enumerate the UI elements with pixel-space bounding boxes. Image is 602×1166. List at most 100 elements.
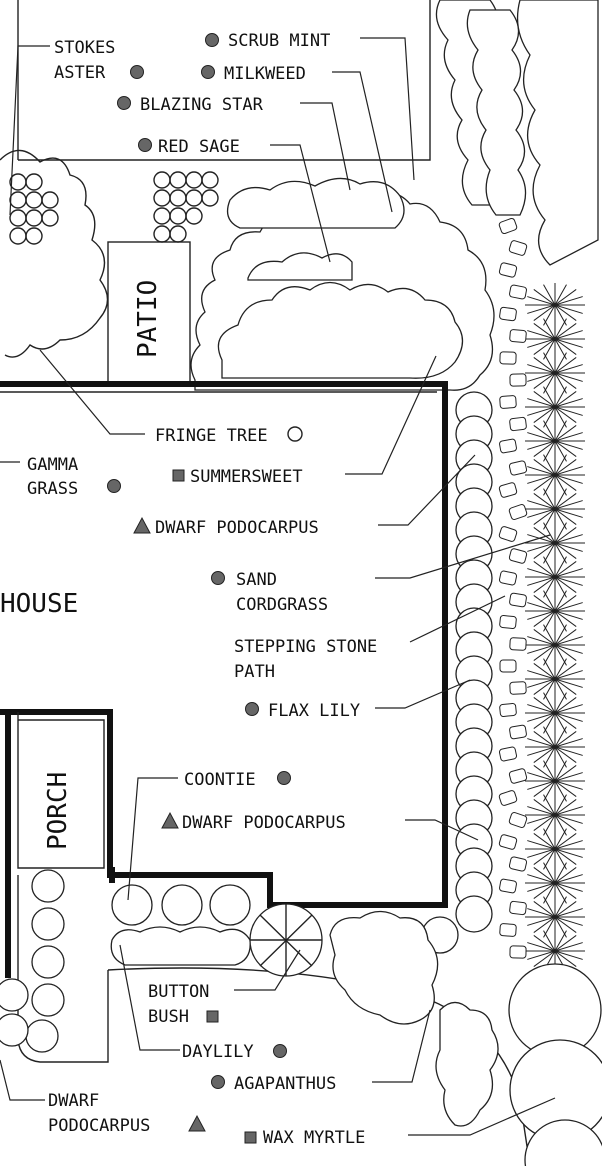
label-coontie: COONTIE — [184, 770, 256, 790]
scrub-mint-symbol-icon — [205, 33, 219, 47]
milkweed-symbol-icon — [201, 65, 215, 79]
palm-icon — [525, 793, 585, 837]
stepping-stone — [508, 460, 528, 476]
stepping-stone — [499, 614, 517, 630]
label-sand-cordgrass-1: SAND — [236, 570, 277, 590]
stepping-stone — [498, 746, 518, 762]
stepping-stone — [509, 900, 527, 916]
stepping-stone — [508, 812, 528, 828]
label-stokes-aster-1: STOKES — [54, 38, 115, 58]
label-stepping-stone-1: STEPPING STONE — [234, 637, 377, 657]
palm-icon — [525, 929, 585, 973]
label-blazing-star: BLAZING STAR — [140, 95, 264, 115]
label-wax-myrtle: WAX MYRTLE — [263, 1128, 365, 1148]
coontie-symbol-icon — [277, 771, 291, 785]
label-stokes-aster-2: ASTER — [54, 63, 106, 83]
label-dwarf-podocarpus-2: DWARF PODOCARPUS — [182, 813, 346, 833]
hedge-east — [421, 391, 493, 954]
flax-lily-symbol-icon — [245, 702, 259, 716]
wax-myrtle-symbol-icon — [244, 1131, 257, 1144]
palm-icon — [525, 283, 585, 327]
stepping-stone — [499, 306, 517, 322]
stepping-stone — [498, 526, 518, 542]
stepping-stone — [509, 416, 527, 432]
patio-area: PATIO — [107, 241, 191, 383]
stepping-stone — [509, 681, 527, 695]
daylily-symbol-icon — [273, 1044, 287, 1058]
pebble-cluster-patio — [153, 171, 219, 243]
shrub-mass-top — [190, 177, 495, 391]
shrub-columns-right — [435, 0, 599, 266]
stepping-stone — [509, 637, 527, 651]
stepping-stone — [498, 570, 518, 586]
agapanthus-mass — [329, 910, 499, 1127]
stepping-stone — [508, 504, 528, 520]
porch-shrubs — [0, 869, 65, 1053]
summersweet-symbol-icon — [172, 469, 185, 482]
palm-icon — [525, 351, 585, 395]
stepping-stone — [509, 284, 527, 300]
stepping-stone — [499, 702, 517, 718]
red-sage-symbol-icon — [138, 138, 152, 152]
plant-labels: STOKES ASTER SCRUB MINT MILKWEED BLAZING… — [27, 31, 377, 1148]
label-dwarf-podocarpus-3a: DWARF — [48, 1091, 99, 1111]
house-walls: HOUSE PORCH — [0, 381, 448, 978]
stepping-stone — [498, 482, 518, 498]
dwarf-podocarpus-2-symbol-icon — [161, 811, 179, 829]
stepping-stone — [509, 329, 527, 343]
stepping-stone — [508, 768, 528, 784]
label-red-sage: RED SAGE — [158, 137, 240, 157]
label-milkweed: MILKWEED — [224, 64, 306, 84]
stepping-stones — [498, 217, 528, 959]
stepping-stone — [499, 923, 517, 937]
label-dwarf-podocarpus-1: DWARF PODOCARPUS — [155, 518, 319, 538]
stepping-stone — [508, 856, 528, 872]
stepping-stone — [498, 217, 518, 235]
label-fringe-tree: FRINGE TREE — [155, 426, 268, 446]
blazing-star-symbol-icon — [117, 96, 131, 110]
button-bush-symbol-icon — [206, 1010, 219, 1023]
stepping-stone — [509, 724, 527, 740]
stepping-stone — [499, 395, 517, 409]
stepping-stone — [508, 240, 528, 256]
stepping-stone — [499, 659, 517, 673]
label-button-bush-2: BUSH — [148, 1007, 189, 1027]
stepping-stone — [498, 790, 518, 806]
label-summersweet: SUMMERSWEET — [190, 467, 303, 487]
dwarf-podocarpus-3-symbol-icon — [188, 1114, 206, 1132]
palm-icon — [525, 385, 585, 429]
palm-icon — [525, 453, 585, 497]
label-button-bush-1: BUTTON — [148, 982, 209, 1002]
fringe-tree-canopy — [0, 149, 109, 358]
palm-icon — [525, 895, 585, 939]
stokes-aster-symbol-icon — [130, 65, 144, 79]
coontie-shrubs — [110, 884, 251, 966]
wax-myrtle-trees — [508, 963, 602, 1166]
stepping-stone — [509, 945, 527, 959]
leader-lines — [0, 37, 556, 1136]
house-label: HOUSE — [0, 589, 78, 619]
stepping-stone — [498, 262, 518, 278]
stepping-stone — [499, 351, 517, 365]
label-dwarf-podocarpus-3b: PODOCARPUS — [48, 1116, 150, 1136]
stepping-stone — [499, 438, 517, 454]
label-flax-lily: FLAX LILY — [268, 701, 360, 721]
gamma-grass-symbol-icon — [107, 479, 121, 493]
label-agapanthus: AGAPANTHUS — [234, 1074, 336, 1094]
stepping-stone — [498, 834, 518, 850]
agapanthus-symbol-icon — [211, 1075, 225, 1089]
upper-bed-outline — [17, 0, 431, 161]
patio-label: PATIO — [133, 280, 163, 358]
label-sand-cordgrass-2: CORDGRASS — [236, 595, 328, 615]
stepping-stone — [499, 878, 517, 894]
stepping-stone — [509, 592, 527, 608]
label-gamma-grass-2: GRASS — [27, 479, 78, 499]
label-daylily: DAYLILY — [182, 1042, 254, 1062]
stepping-stone — [508, 548, 528, 564]
hedge-shrub — [455, 895, 493, 933]
palm-row — [525, 283, 585, 973]
sand-cordgrass-symbol-icon — [211, 571, 225, 585]
fringe-tree-symbol-icon — [287, 426, 303, 442]
button-bush-plant — [249, 903, 323, 977]
